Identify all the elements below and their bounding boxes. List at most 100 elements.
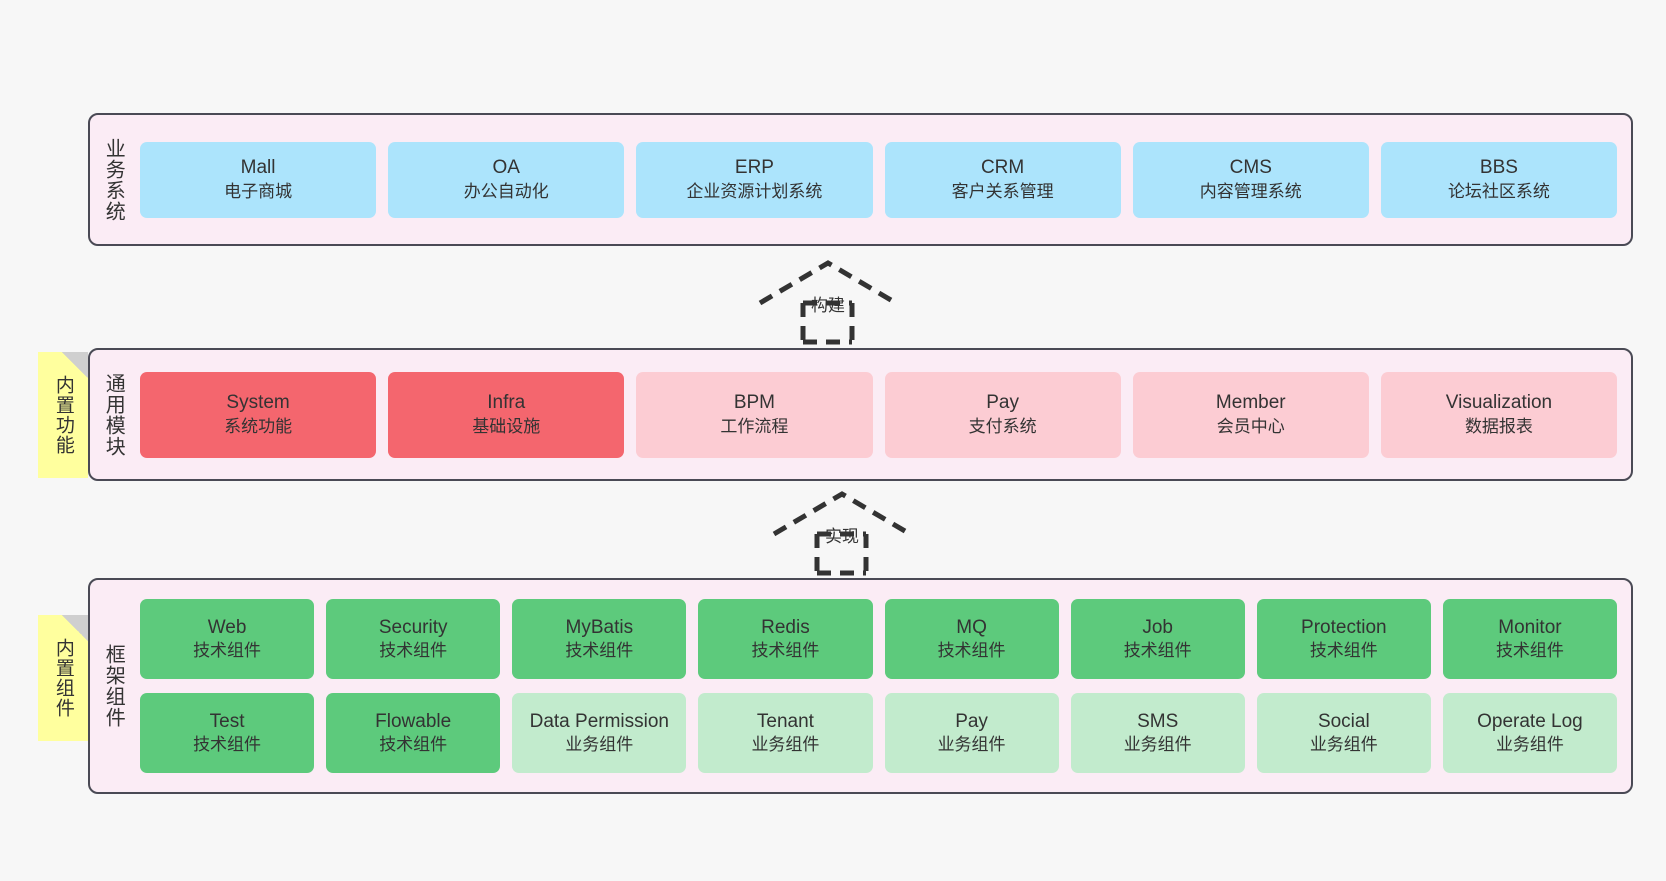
node-security-desc: 技术组件 (379, 641, 448, 661)
node-system-desc: 系统功能 (224, 416, 293, 436)
node-monitor-name: Monitor (1498, 616, 1562, 638)
node-visualization[interactable]: Visualization 数据报表 (1380, 371, 1618, 458)
node-oa-name: OA (492, 157, 520, 179)
arrowhead-implement (772, 491, 912, 537)
framework-row-business: Test 技术组件 Flowable 技术组件 Data Permission … (140, 693, 1617, 773)
node-security[interactable]: Security 技术组件 (326, 599, 501, 679)
node-sms-desc: 业务组件 (1123, 735, 1192, 755)
node-flowable-name: Flowable (375, 710, 452, 732)
node-mall-name: Mall (240, 157, 276, 179)
node-redis-name: Redis (761, 616, 810, 638)
node-erp-name: ERP (734, 157, 774, 179)
node-job-name: Job (1142, 616, 1173, 638)
node-protection[interactable]: Protection 技术组件 (1256, 599, 1431, 679)
node-web[interactable]: Web 技术组件 (140, 599, 315, 679)
node-crm-name: CRM (980, 157, 1025, 179)
connector-build (757, 258, 899, 345)
sticky-note-builtin-features: 内置功能 (38, 352, 88, 478)
layer-business-system: 业务系统 Mall 电子商城 OA 办公自动化 ERP 企业资源计划系统 CRM… (88, 113, 1633, 246)
layer-common-modules: 通用模块 System 系统功能 Infra 基础设施 BPM 工作流程 Pay… (88, 348, 1633, 481)
node-test-desc: 技术组件 (193, 735, 262, 755)
node-bpm-name: BPM (733, 392, 776, 414)
node-flowable-desc: 技术组件 (379, 735, 448, 755)
sticky-note-builtin-components: 内置组件 (38, 615, 88, 741)
layer-framework-components-body: Web 技术组件 Security 技术组件 MyBatis 技术组件 Redi… (136, 580, 1631, 792)
layer-business-system-title: 业务系统 (102, 137, 125, 222)
node-crm[interactable]: CRM 客户关系管理 (884, 141, 1121, 218)
node-mall[interactable]: Mall 电子商城 (140, 141, 377, 218)
node-test-name: Test (209, 710, 245, 732)
node-crm-desc: 客户关系管理 (951, 181, 1054, 201)
node-bpm-desc: 工作流程 (720, 416, 789, 436)
node-mybatis[interactable]: MyBatis 技术组件 (512, 599, 687, 679)
node-sms[interactable]: SMS 业务组件 (1070, 693, 1245, 773)
layer-common-modules-body: System 系统功能 Infra 基础设施 BPM 工作流程 Pay 支付系统… (136, 350, 1631, 479)
node-system-name: System (226, 392, 290, 414)
node-protection-desc: 技术组件 (1309, 641, 1378, 661)
node-bbs-name: BBS (1479, 157, 1518, 179)
node-mq[interactable]: MQ 技术组件 (884, 599, 1059, 679)
node-operate-log[interactable]: Operate Log 业务组件 (1442, 693, 1617, 773)
node-bpm[interactable]: BPM 工作流程 (636, 371, 873, 458)
sticky-note-builtin-components-label: 内置组件 (52, 638, 74, 718)
node-infra[interactable]: Infra 基础设施 (388, 371, 625, 458)
node-cms-desc: 内容管理系统 (1199, 181, 1302, 201)
node-member-name: Member (1215, 392, 1286, 414)
node-oa-desc: 办公自动化 (463, 181, 549, 201)
node-mq-name: MQ (956, 616, 987, 638)
node-cms[interactable]: CMS 内容管理系统 (1132, 141, 1369, 218)
node-member-desc: 会员中心 (1216, 416, 1285, 436)
sticky-fold-corner-icon (62, 352, 88, 378)
layer-framework-components-title: 框架组件 (102, 644, 125, 728)
node-social-name: Social (1317, 710, 1370, 732)
node-infra-desc: 基础设施 (472, 416, 541, 436)
node-data-permission[interactable]: Data Permission 业务组件 (512, 693, 687, 773)
node-bbs-desc: 论坛社区系统 (1447, 181, 1550, 201)
node-data-permission-desc: 业务组件 (565, 735, 634, 755)
sticky-note-builtin-features-label: 内置功能 (52, 375, 74, 455)
node-erp-desc: 企业资源计划系统 (686, 181, 823, 201)
node-mybatis-desc: 技术组件 (565, 641, 634, 661)
node-protection-name: Protection (1301, 616, 1387, 638)
node-web-desc: 技术组件 (193, 641, 262, 661)
sticky-fold-corner-icon (62, 615, 88, 641)
node-mq-desc: 技术组件 (937, 641, 1006, 661)
node-pay-component[interactable]: Pay 业务组件 (884, 693, 1059, 773)
node-visualization-desc: 数据报表 (1464, 416, 1533, 436)
node-system[interactable]: System 系统功能 (140, 371, 377, 458)
node-redis[interactable]: Redis 技术组件 (698, 599, 873, 679)
node-oa[interactable]: OA 办公自动化 (388, 141, 625, 218)
node-pay-module[interactable]: Pay 支付系统 (884, 371, 1121, 458)
layer-framework-components: 框架组件 Web 技术组件 Security 技术组件 MyBatis 技术组件… (88, 578, 1633, 794)
node-security-name: Security (378, 616, 448, 638)
node-cms-name: CMS (1229, 157, 1272, 179)
node-tenant-desc: 业务组件 (751, 735, 820, 755)
node-job-desc: 技术组件 (1123, 641, 1192, 661)
node-tenant-name: Tenant (756, 710, 814, 732)
node-infra-name: Infra (487, 392, 526, 414)
node-test[interactable]: Test 技术组件 (140, 693, 315, 773)
node-sms-name: SMS (1137, 710, 1179, 732)
layer-common-modules-title: 通用模块 (102, 372, 125, 457)
node-member[interactable]: Member 会员中心 (1132, 371, 1369, 458)
node-social[interactable]: Social 业务组件 (1256, 693, 1431, 773)
arrowhead-build (758, 260, 898, 306)
node-job[interactable]: Job 技术组件 (1070, 599, 1245, 679)
node-erp[interactable]: ERP 企业资源计划系统 (636, 141, 873, 218)
node-pay-component-name: Pay (955, 710, 988, 732)
connector-build-label: 构建 (811, 296, 845, 315)
node-tenant[interactable]: Tenant 业务组件 (698, 693, 873, 773)
node-pay-module-desc: 支付系统 (968, 416, 1037, 436)
node-web-name: Web (207, 616, 247, 638)
node-mybatis-name: MyBatis (565, 616, 634, 638)
node-monitor[interactable]: Monitor 技术组件 (1442, 599, 1617, 679)
connector-implement-label: 实现 (825, 527, 859, 546)
node-pay-module-name: Pay (986, 392, 1019, 414)
node-flowable[interactable]: Flowable 技术组件 (326, 693, 501, 773)
node-bbs[interactable]: BBS 论坛社区系统 (1380, 141, 1618, 218)
layer-business-system-body: Mall 电子商城 OA 办公自动化 ERP 企业资源计划系统 CRM 客户关系… (136, 115, 1631, 244)
node-data-permission-name: Data Permission (529, 710, 669, 732)
framework-row-technical: Web 技术组件 Security 技术组件 MyBatis 技术组件 Redi… (140, 599, 1617, 679)
node-operate-log-desc: 业务组件 (1495, 735, 1564, 755)
